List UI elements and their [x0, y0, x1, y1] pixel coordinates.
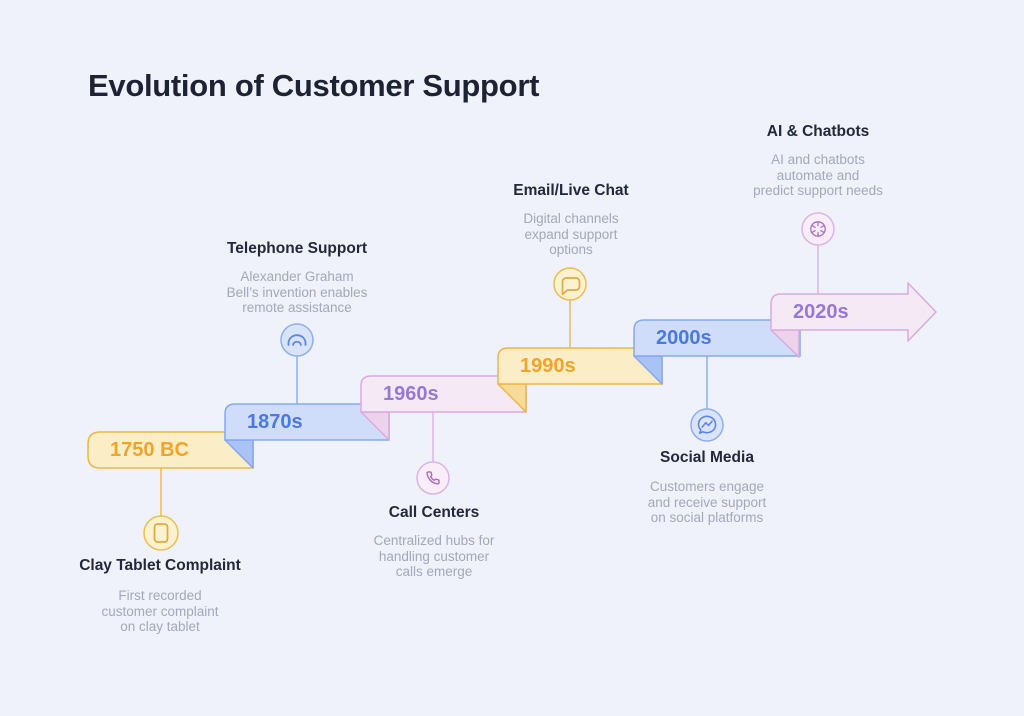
chat-bubble-icon [553, 267, 587, 301]
era-label-1870s: 1870s [247, 411, 303, 433]
milestone-title: AI & Chatbots [766, 123, 870, 140]
milestone-title: Clay Tablet Complaint [79, 557, 241, 574]
era-label-2020s: 2020s [793, 301, 849, 323]
era-label-1960s: 1960s [383, 383, 439, 405]
milestone-title: Social Media [660, 449, 754, 466]
milestone-description: Digital channels expand support options [523, 211, 619, 257]
page-title: Evolution of Customer Support [88, 68, 540, 103]
milestone-title: Telephone Support [226, 240, 368, 257]
phone-call-icon [416, 461, 450, 495]
ribbon-band-1750bc [87, 431, 254, 469]
messenger-icon [690, 408, 724, 442]
milestone-description: Customers engage and receive support on … [647, 479, 767, 525]
milestone-title: Call Centers [388, 504, 480, 521]
telephone-icon [280, 323, 314, 357]
ribbon-band-2000s [633, 319, 801, 357]
era-label-2000s: 2000s [656, 327, 712, 349]
clay-tablet-icon [143, 515, 179, 551]
ribbon-band-1870s [224, 403, 390, 441]
era-label-1990s: 1990s [520, 355, 576, 377]
milestone-description: First recorded customer complaint on cla… [101, 588, 219, 634]
milestone-description: Centralized hubs for handling customer c… [373, 533, 495, 579]
era-label-1750bc: 1750 BC [110, 439, 189, 461]
milestone-description: AI and chatbots automate and predict sup… [753, 152, 883, 198]
ribbon-band-1960s [360, 375, 527, 413]
milestone-description: Alexander Graham Bell’s invention enable… [226, 269, 368, 315]
ribbon-band-1990s [497, 347, 663, 385]
milestone-title: Email/Live Chat [513, 182, 629, 199]
ai-chatbot-icon [801, 212, 835, 246]
ribbon-band-2020s-arrow [770, 282, 937, 342]
